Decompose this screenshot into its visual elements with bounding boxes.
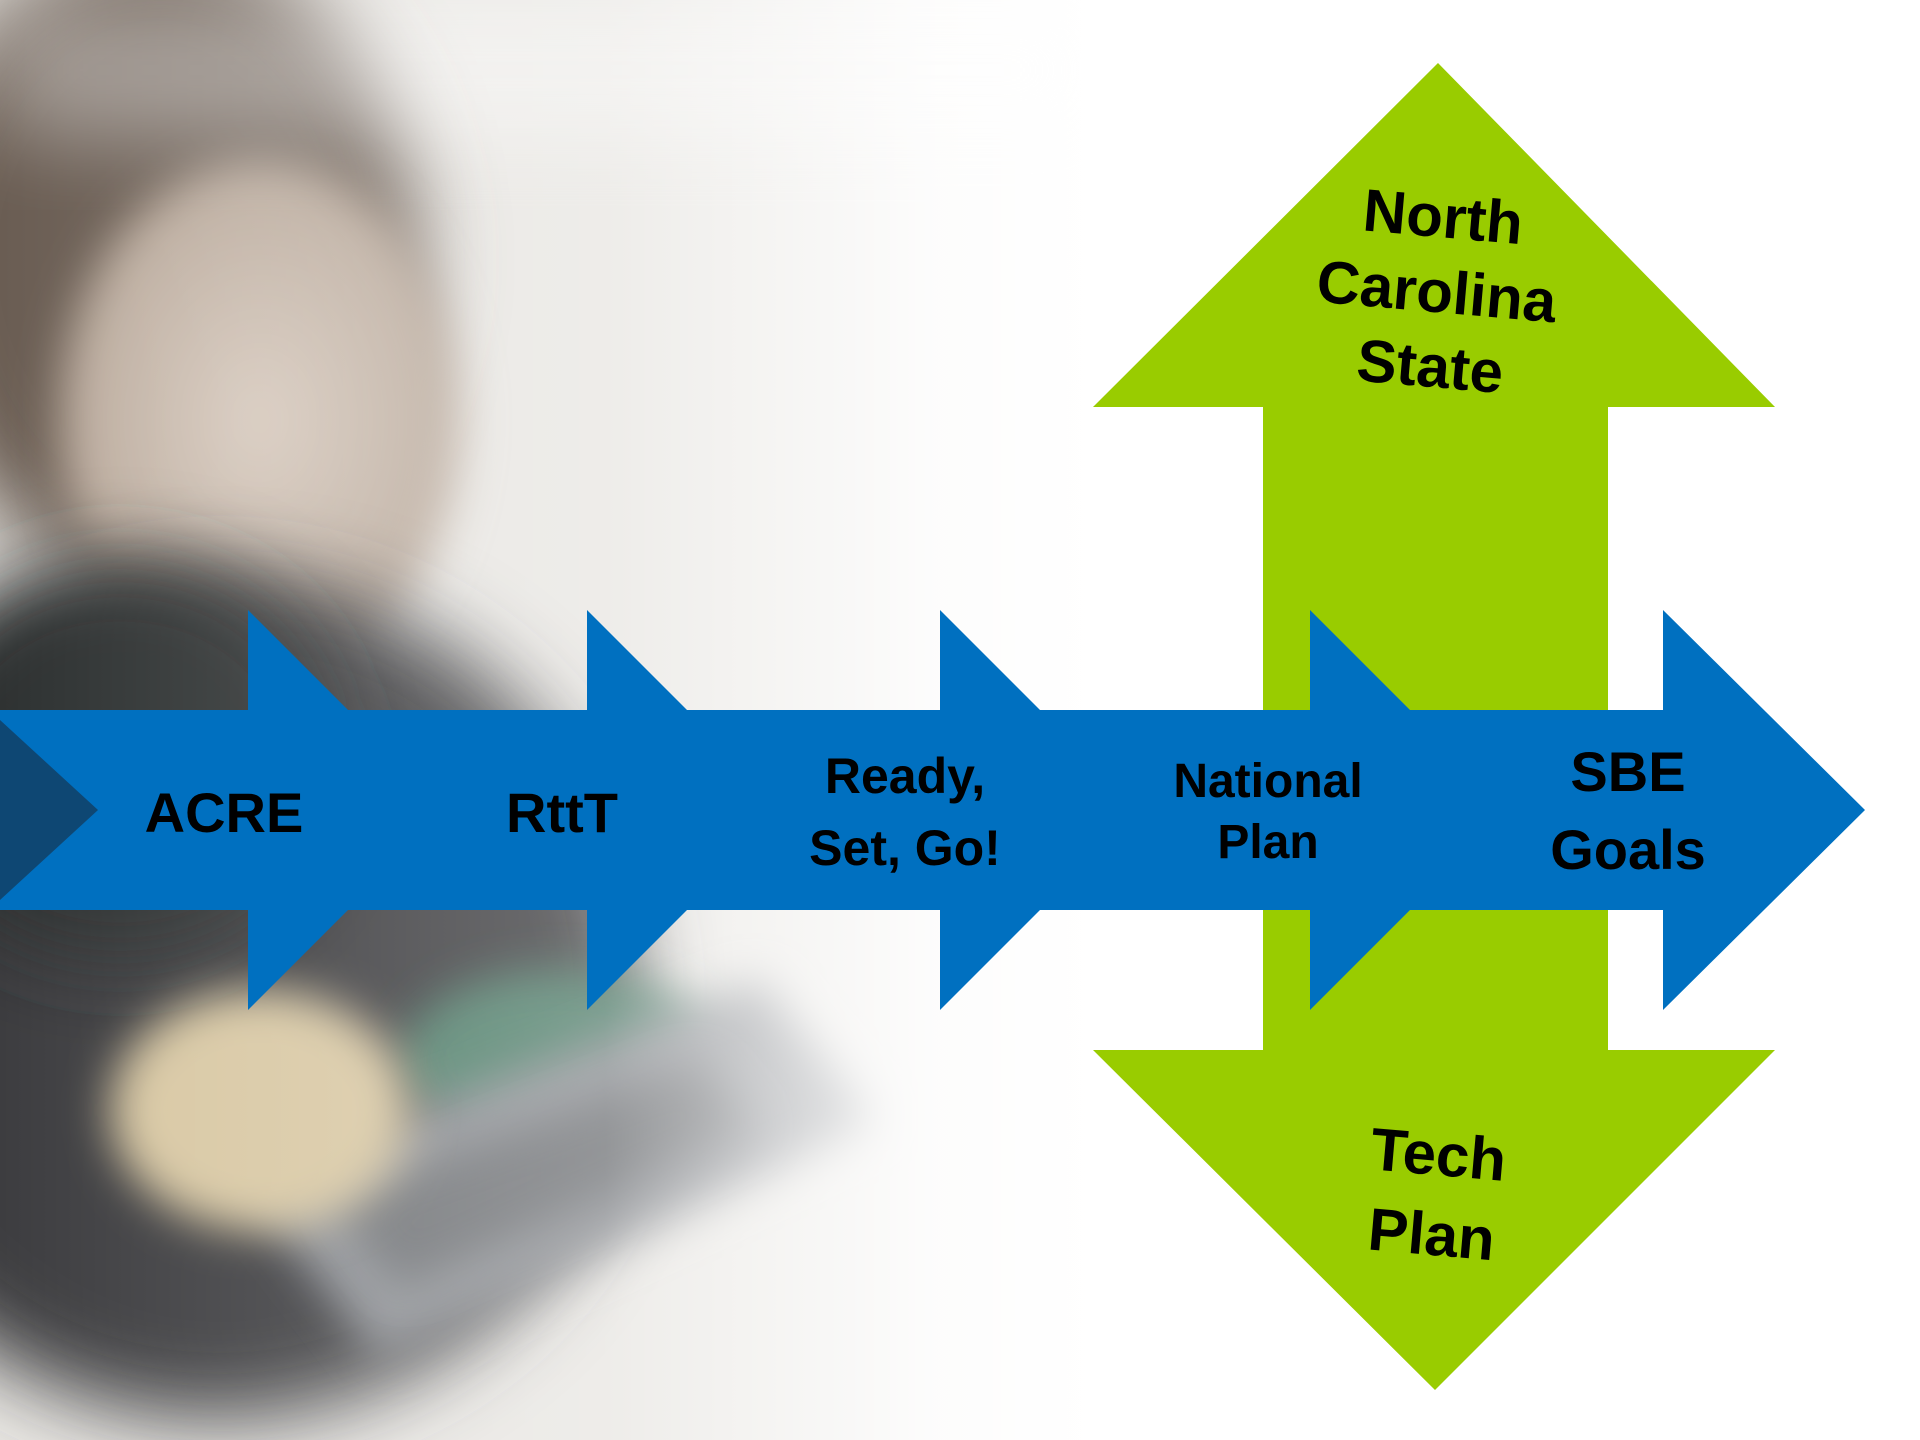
label-acre: ACRE — [145, 781, 304, 844]
arrow-tail-notch — [0, 720, 98, 900]
label-national-line1: National — [1173, 755, 1362, 808]
label-north: North — [1361, 177, 1526, 258]
label-sbe-line2: Goals — [1550, 818, 1706, 881]
label-ready-line1: Ready, — [825, 748, 985, 804]
timeline-arrow — [0, 610, 1865, 1010]
label-sbe-line1: SBE — [1570, 740, 1685, 803]
label-ready-line2: Set, Go! — [809, 820, 1001, 876]
label-tech: Tech — [1368, 1115, 1509, 1194]
label-state: State — [1354, 327, 1506, 407]
label-plan: Plan — [1366, 1195, 1498, 1273]
label-rttt: RttT — [506, 781, 618, 844]
label-national-line2: Plan — [1217, 816, 1318, 869]
